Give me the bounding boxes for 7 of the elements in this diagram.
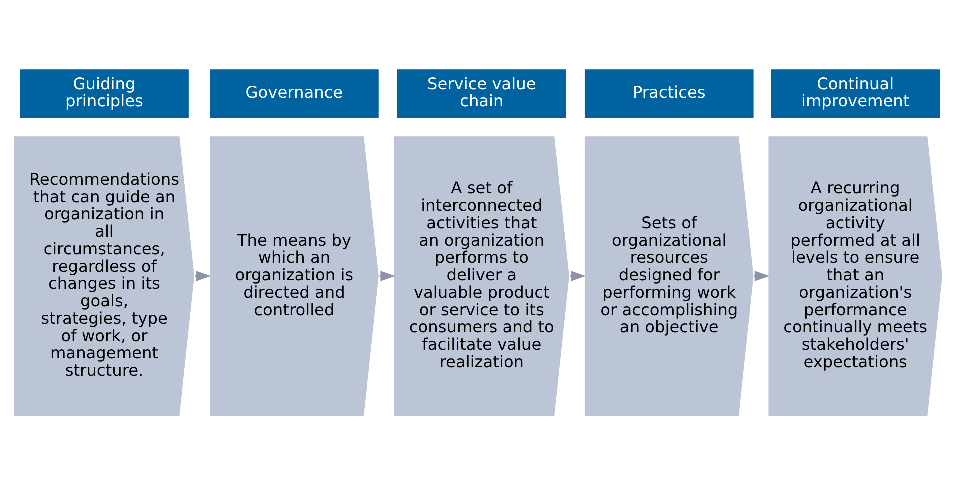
node-box: Practices [584,68,756,119]
node-box: Governance [208,68,380,119]
arrow [570,270,586,282]
arrow [195,270,212,282]
node-box: Service value chain [396,68,568,119]
node-box: Continual improvement [770,68,942,119]
node-box: Guiding principles [18,68,190,119]
